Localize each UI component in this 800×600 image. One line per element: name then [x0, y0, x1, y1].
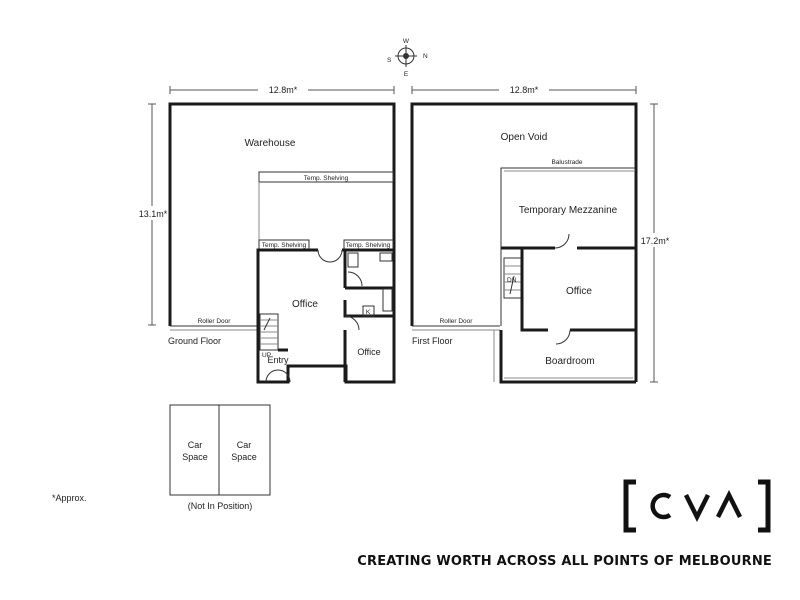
car-space-1-line2: Space — [182, 452, 208, 462]
kitchen-label: K — [366, 309, 371, 316]
compass-icon — [395, 45, 417, 67]
room-office-small: Office — [357, 347, 380, 357]
room-boardroom: Boardroom — [545, 356, 594, 367]
room-entry: Entry — [267, 355, 289, 365]
first-height-label: 17.2m* — [641, 236, 670, 246]
first-stairs — [503, 257, 523, 299]
first-roller-door-label: Roller Door — [440, 318, 474, 325]
ground-roller-door-label: Roller Door — [198, 318, 232, 325]
temp-shelving-top-label: Temp. Shelving — [304, 175, 349, 182]
compass-north: N — [423, 53, 428, 60]
stairs-up-label: UP — [262, 352, 271, 359]
car-spaces-box — [169, 404, 271, 496]
ground-height-label: 13.1m* — [139, 209, 168, 219]
temp-shelving-right-label: Temp. Shelving — [346, 242, 391, 249]
car-spaces-note: (Not In Position) — [188, 501, 253, 511]
car-space-2-line1: Car — [237, 440, 252, 450]
ground-width-label: 12.8m* — [269, 85, 298, 95]
cva-logo — [623, 479, 771, 533]
compass-east: E — [404, 71, 409, 78]
room-temporary-mezzanine: Temporary Mezzanine — [519, 205, 618, 216]
car-space-1-line1: Car — [188, 440, 203, 450]
temp-shelving-top — [258, 171, 394, 183]
tagline: CREATING WORTH ACROSS ALL POINTS OF MELB… — [357, 554, 772, 569]
balustrade-label: Balustrade — [551, 159, 582, 166]
approx-note: *Approx. — [52, 493, 87, 503]
ground-floor-title: Ground Floor — [168, 336, 221, 346]
room-open-void: Open Void — [501, 132, 548, 143]
first-floor-title: First Floor — [412, 336, 453, 346]
room-office-main: Office — [292, 299, 318, 310]
room-first-office: Office — [566, 286, 592, 297]
temp-shelving-left-label: Temp. Shelving — [262, 242, 307, 249]
ground-stairs — [259, 313, 279, 351]
car-space-2-line2: Space — [231, 452, 257, 462]
first-floor-outer-wall — [410, 102, 638, 382]
stairs-dn-label: DN — [507, 277, 517, 284]
compass-south: S — [387, 57, 392, 64]
room-warehouse: Warehouse — [245, 138, 296, 149]
compass-west: W — [403, 38, 410, 45]
first-width-label: 12.8m* — [510, 85, 539, 95]
